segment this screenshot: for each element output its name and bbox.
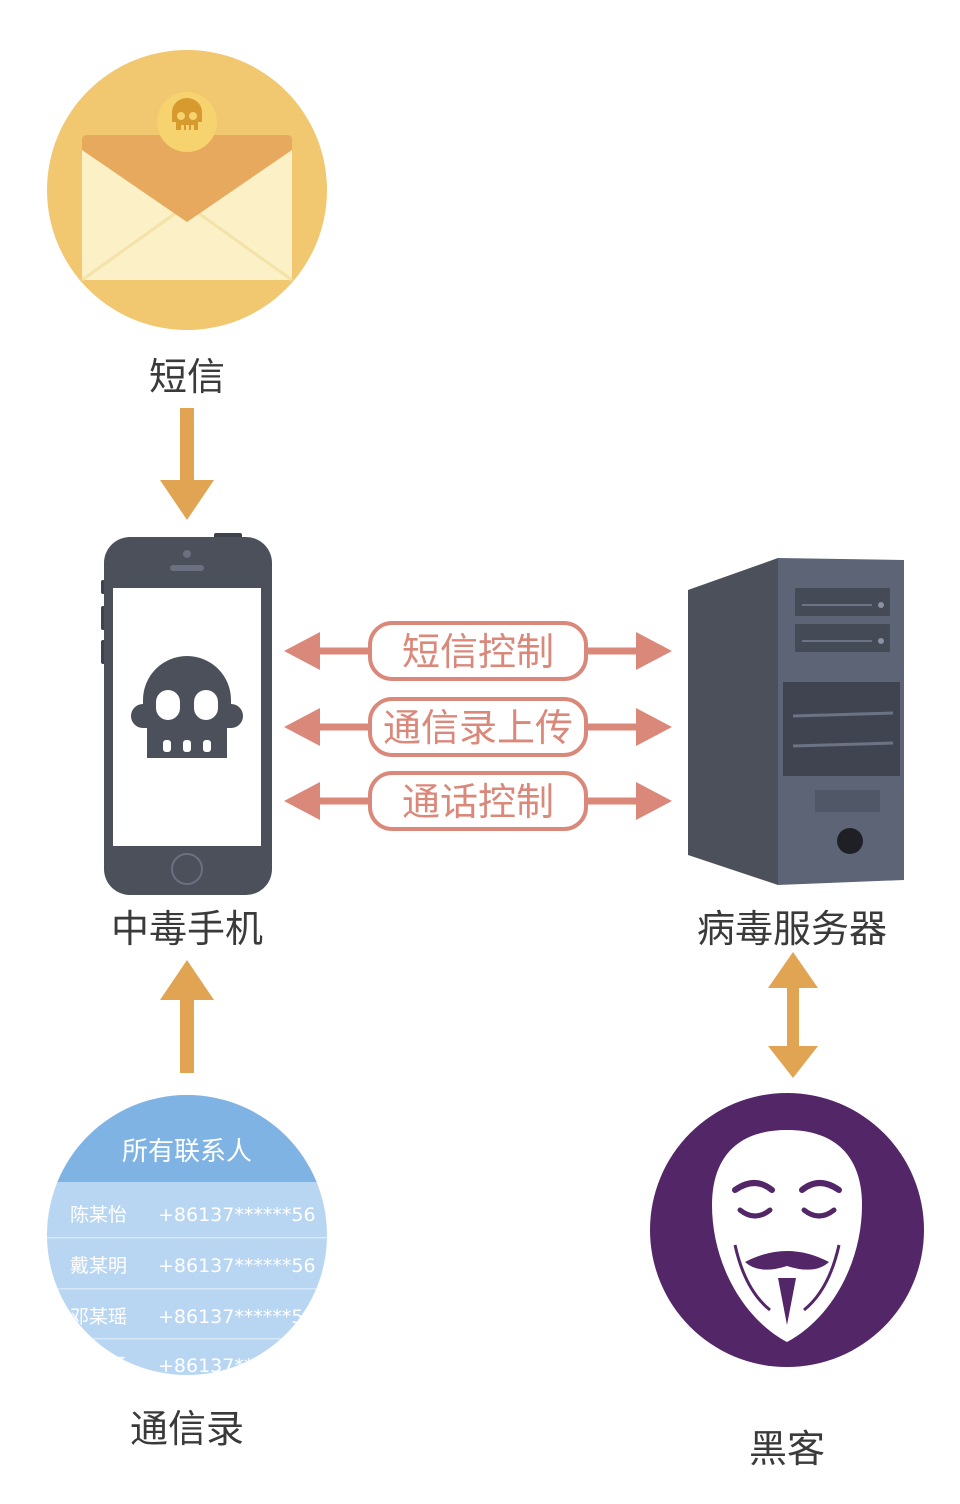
node-label-server: 病毒服务器 (696, 907, 888, 951)
mask-icon (650, 1093, 924, 1367)
link-sms-control (284, 621, 672, 681)
arrow-sms-to-phone (160, 408, 214, 520)
link-contacts-upload (284, 697, 672, 757)
node-label-sms: 短信 (148, 355, 226, 399)
contact-phone: +86137*** (158, 1355, 263, 1377)
contact-phone: +86137******56 (158, 1204, 316, 1226)
contact-phone: +86137******56 (158, 1255, 316, 1277)
node-label-phone: 中毒手机 (110, 907, 264, 951)
arrow-server-hacker (768, 952, 818, 1078)
arrow-contacts-to-phone (160, 960, 214, 1073)
contact-name: 某勇 (90, 1355, 128, 1377)
link-label-contacts-upload: 通信录上传 (383, 706, 573, 750)
phone-icon (101, 533, 272, 895)
link-label-call-control: 通话控制 (402, 780, 554, 824)
skull-icon (157, 92, 217, 152)
contact-name: 戴某明 (70, 1255, 127, 1277)
contacts-header: 所有联系人 (122, 1137, 252, 1167)
contact-name: 邓某瑶 (70, 1306, 127, 1328)
node-label-hacker: 黑客 (748, 1427, 826, 1471)
envelope-icon (47, 50, 327, 330)
link-call-control (284, 771, 672, 831)
contact-name: 陈某怡 (70, 1204, 127, 1226)
server-icon (688, 558, 904, 885)
contacts-card: 所有联系人 陈某怡 +86137******56 戴某明 +86137*****… (47, 1095, 327, 1377)
contact-phone: +86137******56 (158, 1306, 316, 1328)
node-label-contacts: 通信录 (129, 1407, 245, 1451)
skull-icon (131, 656, 243, 758)
link-label-sms-control: 短信控制 (402, 630, 554, 674)
